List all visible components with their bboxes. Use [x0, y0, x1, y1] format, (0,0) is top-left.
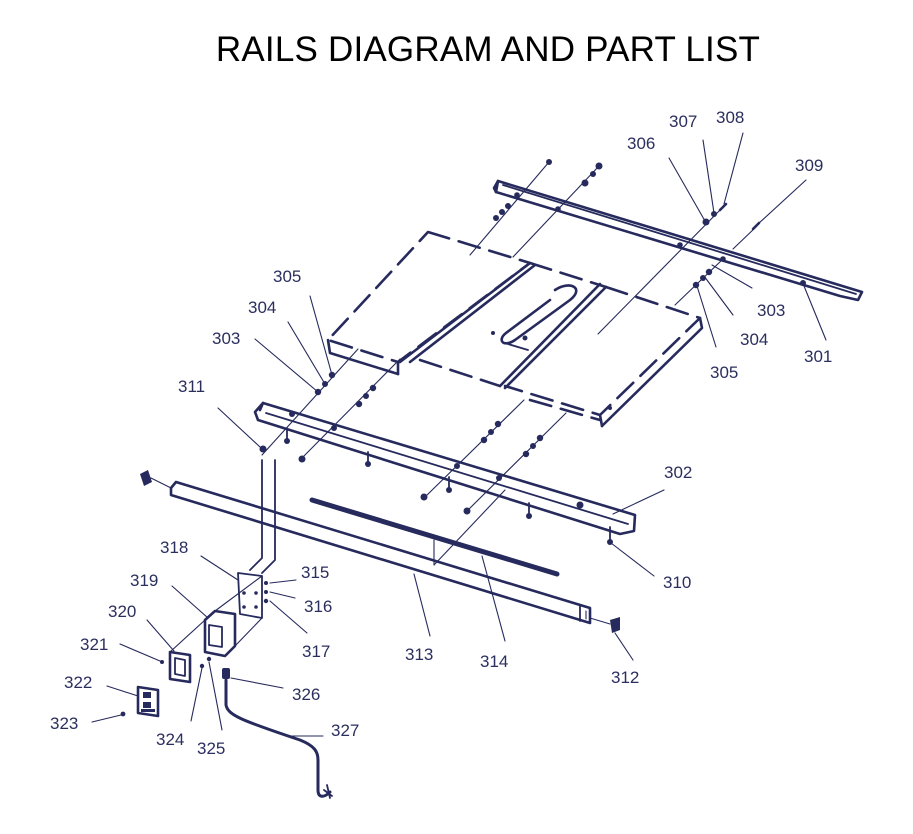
callout-305-right: 305	[710, 363, 738, 382]
callout-311: 311	[178, 377, 205, 396]
callout-labels: 301 302 303 304 305 303 304 305 306 307 …	[50, 108, 832, 758]
switch-bracket	[237, 459, 276, 619]
switch-rocker	[136, 685, 160, 718]
callout-309: 309	[795, 156, 823, 175]
callout-301: 301	[804, 347, 832, 366]
callout-312: 312	[611, 668, 639, 687]
screws-310	[284, 427, 613, 545]
callout-315: 315	[301, 563, 329, 582]
callout-317: 317	[302, 642, 330, 661]
callout-324: 324	[156, 730, 184, 749]
table-insert-center	[398, 261, 608, 390]
rear-rail	[492, 179, 864, 302]
square-tube	[169, 480, 592, 625]
callout-319: 319	[130, 571, 158, 590]
scale-strip	[309, 497, 560, 577]
callout-307: 307	[669, 112, 697, 131]
switch-frame	[168, 619, 206, 684]
callout-314: 314	[480, 652, 508, 671]
end-cap-left	[140, 470, 172, 489]
end-cap-312	[589, 617, 620, 633]
front-rail	[253, 401, 637, 536]
callout-318: 318	[160, 538, 188, 557]
callout-320: 320	[108, 602, 136, 621]
callout-303-left: 303	[212, 329, 240, 348]
hardware-stacks	[259, 159, 761, 566]
callout-305-left: 305	[273, 267, 301, 286]
callout-310: 310	[663, 573, 691, 592]
callout-322: 322	[64, 673, 92, 692]
callout-316: 316	[304, 597, 332, 616]
callout-313: 313	[405, 645, 433, 664]
callout-304-left: 304	[248, 298, 276, 317]
leader-lines	[91, 132, 827, 737]
callout-308: 308	[716, 108, 744, 127]
small-screws	[120, 656, 212, 717]
callout-326: 326	[292, 685, 320, 704]
callout-325: 325	[197, 739, 225, 758]
page-title: RAILS DIAGRAM AND PART LIST	[215, 30, 761, 69]
switch-box	[203, 575, 263, 658]
power-cord	[222, 668, 333, 799]
callout-306: 306	[627, 134, 655, 153]
callout-304-right: 304	[740, 330, 768, 349]
callout-323: 323	[50, 714, 78, 733]
callout-321: 321	[80, 635, 108, 654]
table-extension-left	[326, 230, 532, 376]
callout-302: 302	[664, 463, 692, 482]
callout-303-right: 303	[757, 301, 785, 320]
callout-327: 327	[331, 721, 359, 740]
table-extension-right	[503, 285, 704, 428]
